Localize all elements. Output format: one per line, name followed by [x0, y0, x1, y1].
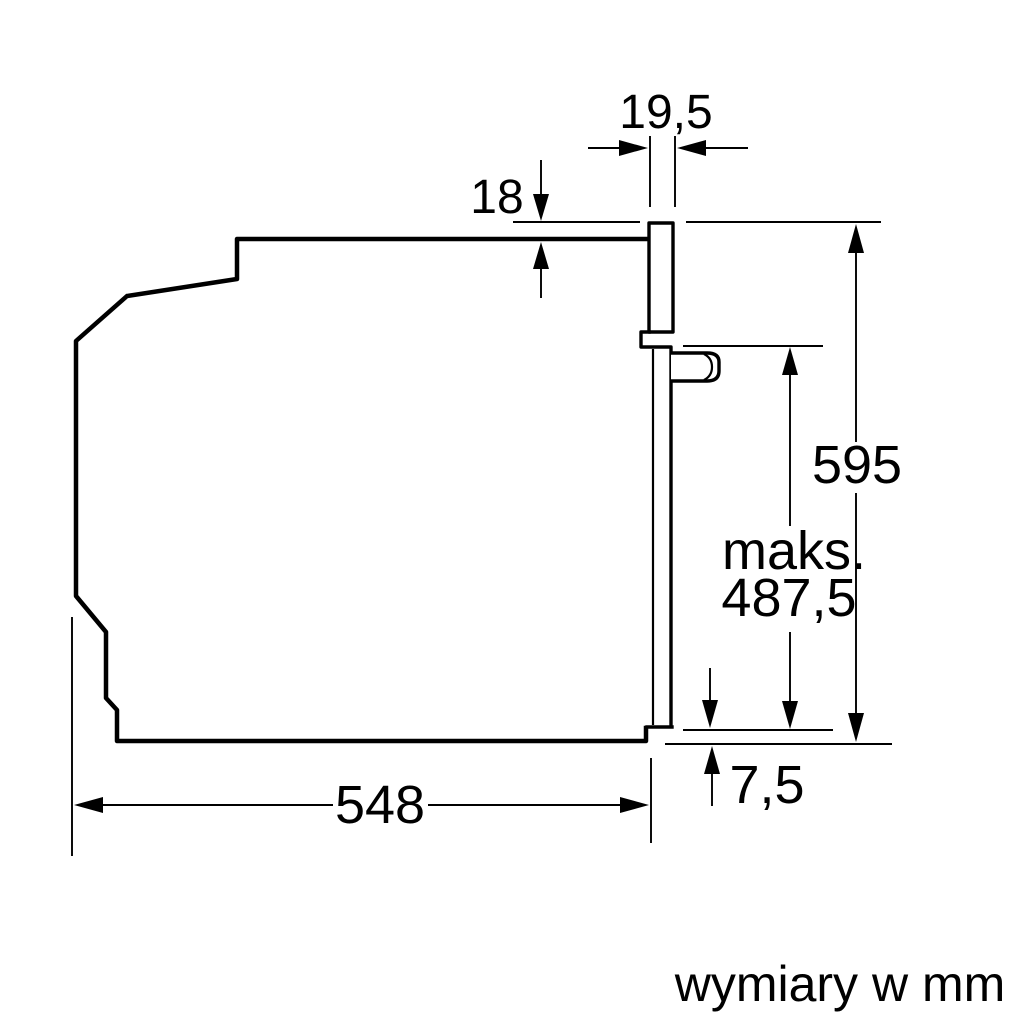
dimension-595 [848, 224, 864, 742]
label-bottom-offset: 7,5 [729, 755, 804, 815]
door-handle-curve [703, 353, 714, 381]
door-handle [671, 351, 721, 383]
extension-lines [71, 136, 892, 856]
label-front-thickness: 19,5 [619, 86, 712, 139]
label-max-value: 487,5 [721, 568, 856, 628]
label-max-prefix: maks. [722, 521, 866, 581]
dim-18-arrow-down [533, 194, 549, 221]
oven-body-outline [73, 236, 651, 744]
dim-7-5-arrow-down [702, 700, 718, 728]
dim-548-arrow-left [74, 797, 103, 813]
dim-595-arrow-bottom [848, 713, 864, 742]
dimension-19-5 [588, 140, 748, 156]
dimension-7-5 [702, 668, 720, 806]
unit-note: wymiary w mm [674, 956, 1006, 1012]
label-panel-overhang: 18 [470, 171, 523, 224]
dim-487-arrow-bottom [782, 701, 798, 729]
dimension-labels: 19,5 18 595 maks. 487,5 7,5 548 wymiary … [335, 86, 1005, 1012]
dimension-maks-487-5 [782, 347, 798, 729]
dim-19-5-arrow-right [677, 140, 706, 156]
dim-19-5-arrow-left [619, 140, 648, 156]
dim-7-5-arrow-up [704, 746, 720, 774]
label-body-depth: 548 [335, 775, 425, 835]
control-panel [647, 221, 675, 334]
label-appliance-height: 595 [812, 435, 902, 495]
dim-18-arrow-up [533, 242, 549, 269]
dimension-548 [74, 797, 649, 813]
dim-487-arrow-top [782, 347, 798, 375]
dim-595-arrow-top [848, 224, 864, 253]
dimension-18 [533, 160, 549, 298]
oven-front-assembly [639, 221, 721, 729]
door-front-face [639, 330, 673, 728]
dim-548-arrow-right [620, 797, 649, 813]
